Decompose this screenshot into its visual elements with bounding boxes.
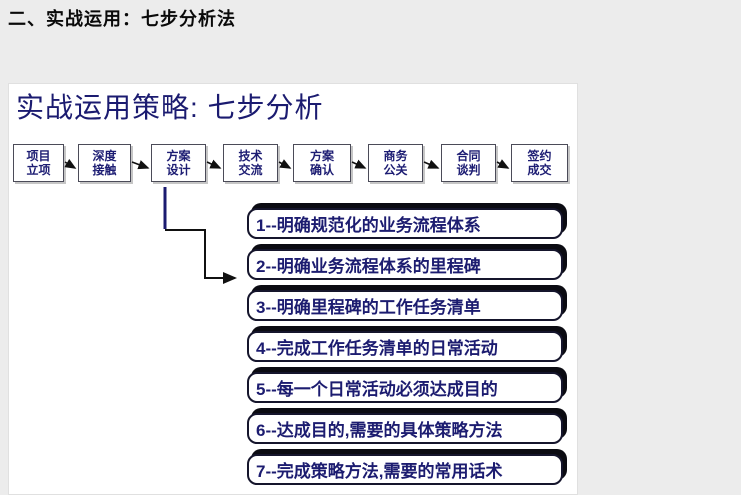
flow-step-label: 深度 接触 [92,149,117,177]
flow-step-label: 方案 确认 [309,149,334,177]
analysis-item-1: 1--明确规范化的业务流程体系 [247,208,563,239]
flow-step-label: 商务 公关 [383,149,408,177]
flow-step-technical-exchange: 技术 交流 [223,144,278,182]
analysis-item-text: 7--完成策略方法,需要的常用话术 [256,462,503,481]
flow-step-label: 签约 成交 [527,149,552,177]
flow-arrow-icon [131,160,150,170]
flow-step-label: 方案 设计 [166,149,191,177]
flow-step-business-pr: 商务 公关 [368,144,423,182]
flow-step-project-initiation: 项目 立项 [13,144,64,182]
flow-step-sign-close: 签约 成交 [511,144,568,182]
analysis-item-text: 1--明确规范化的业务流程体系 [256,216,481,235]
flow-arrow-icon [278,159,292,169]
analysis-item-text: 2--明确业务流程体系的里程碑 [256,257,481,276]
connector-elbow-arrow [165,229,237,284]
analysis-item-text: 3--明确里程碑的工作任务清单 [256,298,481,317]
analysis-item-7: 7--完成策略方法,需要的常用话术 [247,454,563,485]
flow-step-solution-confirm: 方案 确认 [293,144,351,182]
flow-step-contract-negotiation: 合同 谈判 [441,144,496,182]
flow-step-label: 合同 谈判 [456,149,481,177]
analysis-item-5: 5--每一个日常活动必须达成目的 [247,372,563,403]
analysis-item-2: 2--明确业务流程体系的里程碑 [247,249,563,280]
flow-step-solution-design: 方案 设计 [151,144,206,182]
flow-arrow-icon [496,159,510,169]
page-title: 二、实战运用：七步分析法 [8,9,236,29]
flow-arrow-icon [206,159,222,169]
flow-step-label: 项目 立项 [26,149,51,177]
flow-arrow-icon [64,158,77,169]
flow-step-label: 技术 交流 [238,149,263,177]
analysis-item-text: 5--每一个日常活动必须达成目的 [256,380,498,399]
slide-title: 实战运用策略: 七步分析 [16,92,324,123]
analysis-item-4: 4--完成工作任务清单的日常活动 [247,331,563,362]
analysis-item-text: 6--达成目的,需要的具体策略方法 [256,421,503,440]
flow-arrow-icon [423,159,440,169]
slide: 实战运用策略: 七步分析 项目 立项 深度 接触 方案 设计 技术 交流 方案 … [8,83,578,495]
analysis-item-text: 4--完成工作任务清单的日常活动 [256,339,498,358]
analysis-item-6: 6--达成目的,需要的具体策略方法 [247,413,563,444]
analysis-item-3: 3--明确里程碑的工作任务清单 [247,290,563,321]
flow-arrow-icon [351,159,367,169]
flow-step-deep-contact: 深度 接触 [78,144,131,182]
